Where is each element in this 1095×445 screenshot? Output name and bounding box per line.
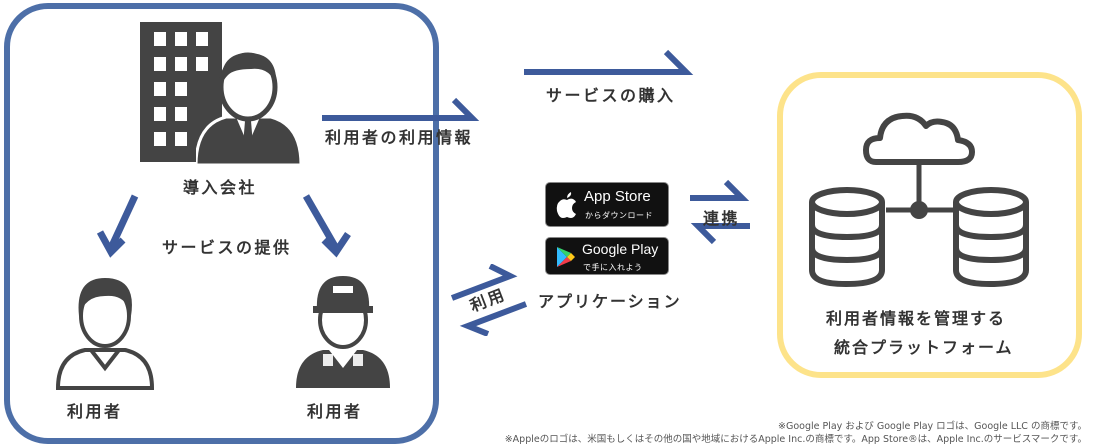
app-store-badge[interactable]: App Store からダウンロード: [545, 182, 669, 227]
service-purchase-label: サービスの購入: [546, 86, 676, 105]
footnote-apple: ※Appleのロゴは、米国もしくはその他の国や地域におけるApple Inc.の…: [504, 434, 1087, 445]
platform-box: [777, 72, 1082, 378]
arrow-bidirectional-usage-icon: [450, 264, 528, 336]
company-label: 導入会社: [183, 178, 258, 197]
google-play-main-text: Google Play: [582, 241, 659, 257]
google-play-icon: [557, 247, 575, 267]
apple-icon: [556, 192, 576, 218]
database-icon: [953, 187, 1029, 288]
company-group-box: [4, 3, 439, 444]
application-label: アプリケーション: [538, 292, 682, 311]
footnote-google: ※Google Play および Google Play ロゴは、Google …: [778, 421, 1087, 432]
cloud-network-icon: [809, 112, 1029, 288]
user-left-label: 利用者: [67, 402, 123, 421]
user-icon: [55, 278, 155, 390]
user-right-label: 利用者: [307, 402, 363, 421]
integration-label: 連携: [703, 209, 741, 228]
service-provision-label: サービスの提供: [162, 238, 292, 257]
google-play-badge[interactable]: Google Play で手に入れよう: [545, 237, 669, 275]
app-store-sub-text: からダウンロード: [585, 211, 653, 220]
cloud-icon: [863, 112, 975, 202]
arrow-right-usage-info-icon: [322, 97, 480, 121]
arrow-down-left-icon: [96, 194, 139, 258]
google-play-sub-text: で手に入れよう: [583, 263, 643, 272]
platform-title-line2: 統合プラットフォーム: [834, 338, 1014, 357]
arrow-bidirectional-integration-icon: [690, 179, 750, 245]
platform-title-line1: 利用者情報を管理する: [826, 309, 1007, 328]
arrow-right-purchase-icon: [524, 49, 694, 75]
worker-icon: [296, 276, 390, 388]
arrow-down-right-icon: [302, 194, 351, 258]
businessman-icon: [196, 52, 301, 165]
app-store-main-text: App Store: [584, 188, 651, 205]
usage-info-label: 利用者の利用情報: [325, 128, 474, 147]
database-icon: [809, 187, 885, 288]
